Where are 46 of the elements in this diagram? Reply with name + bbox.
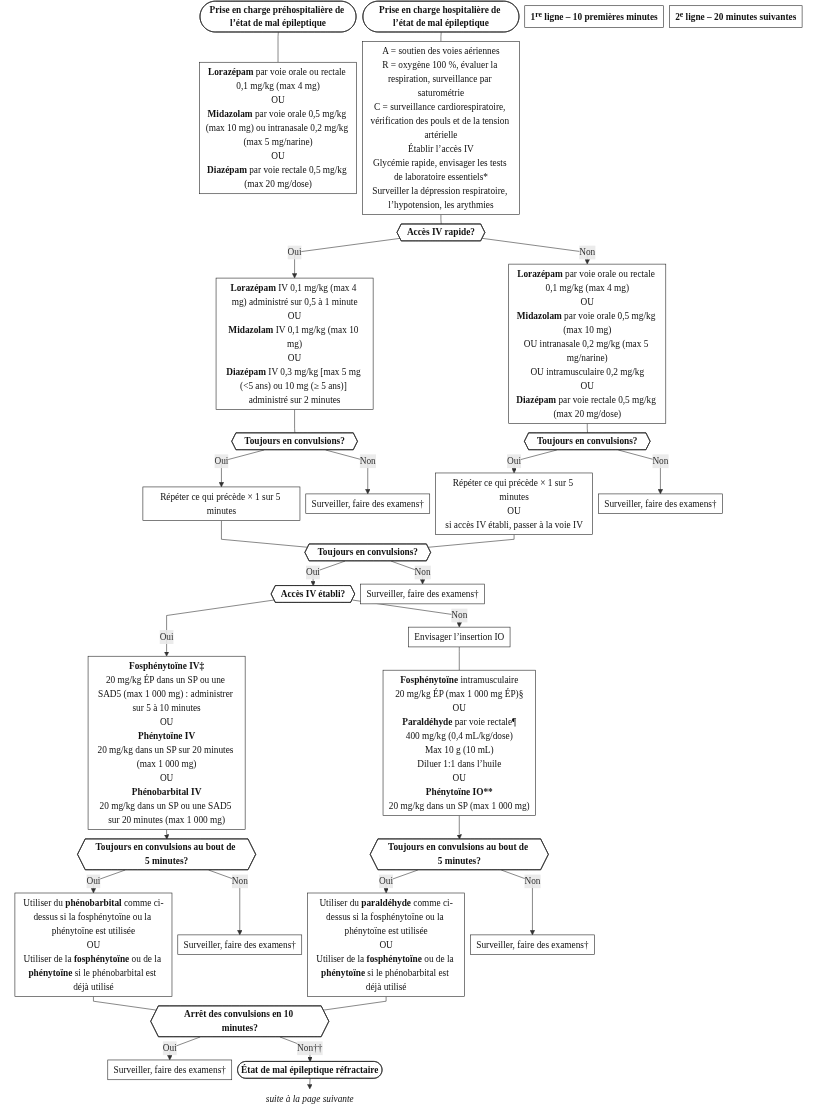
node-box: Surveiller, faire des examens†	[107, 1059, 232, 1081]
node-box: Répéter ce qui précède × 1 sur 5 minutes OU si accès IV établi, passer à la voie IV	[435, 472, 593, 535]
node-box: Surveiller, faire des examens†	[305, 493, 431, 514]
node-box: Fosphénytoïne intramusculaire 20 mg/kg ÉP (max 1 000 mg ÉP)§ OU Paraldéhyde par voie rectale¶ 400 mg/kg (0,4 mL/kg/dose) Max 10 g (10 mL) Diluer 1:1 dans l’huile OU Phénytoïne IO** 20 mg/kg dans un SP (max 1 000 mg)	[382, 669, 536, 816]
connector	[586, 423, 588, 434]
edge-label: Oui	[379, 876, 394, 887]
node-box: Surveiller, faire des examens†	[177, 934, 303, 955]
edge-label: Oui	[507, 456, 522, 466]
edge-label: Non	[231, 876, 248, 887]
node-box: Surveiller, faire des examens†	[470, 934, 595, 955]
edge-label: Oui	[214, 456, 229, 466]
connector	[427, 534, 515, 548]
connector	[323, 996, 387, 1011]
node-box: Lorazépam par voie orale ou rectale 0,1 mg/kg (max 4 mg) OU Midazolam par voie orale 0,5 mg/kg (max 10 mg) OU intranasale 0,2 mg/kg (max 5 mg/narine) OU intramusculaire 0,2 mg/kg OU Diazépam par voie rectale 0,5 mg/kg (max 20 mg/dose)	[508, 263, 667, 424]
node-box: A = soutien des voies aériennes R = oxygène 100 %, évaluer la respiration, surveillance par saturométrie C = surveillance cardiorespiratoire, vérification des pouls et de la tension artérielle Établir l’accès IV Glycémie rapide, envisager les tests de laboratoire essentiels* Surveiller la dépression respiratoire, l’hypotension, les arythmies	[362, 41, 520, 215]
connector	[458, 646, 460, 671]
node-box: Fosphénytoïne IV‡ 20 mg/kg ÉP dans un SP ou une SAD5 (max 1 000 mg) : administrer sur 5 à 10 minutes OU Phénytoïne IV 20 mg/kg dans un SP sur 20 minutes (max 1 000 mg) OU Phénobarbital IV 20 mg/kg dans un SP ou une SAD5 sur 20 minutes (max 1 000 mg)	[87, 655, 246, 830]
connector	[221, 520, 309, 548]
node-box: Envisager l’insertion IO	[408, 626, 511, 648]
edge-label: Oui	[287, 247, 302, 258]
node-box: 2$^{e}$ ligne – 20 minutes suivantes	[669, 5, 803, 28]
node-box: Lorazépam par voie orale ou rectale 0,1 mg/kg (max 4 mg) OU Midazolam par voie orale 0,5 mg/kg (max 10 mg) ou intranasale 0,2 mg/kg (max 5 mg/narine) OU Diazépam par voie rectale 0,5 mg/kg (max 20 mg/dose)	[199, 61, 357, 194]
edge-label: Non	[414, 567, 431, 578]
node-text: suite à la page suivante	[265, 1093, 354, 1104]
edge-label: Non	[451, 610, 468, 621]
node-box: Utiliser du paraldéhyde comme ci-dessus si la fosphénytoïne ou la phénytoïne est utilisée OU Utiliser de la fosphénytoïne ou de la phénytoïne si le phénobarbital est déjà utilisé	[307, 892, 465, 997]
node-box: 1$^{re}$ ligne – 10 premières minutes	[524, 5, 664, 28]
node-box: Lorazépam IV 0,1 mg/kg (max 4 mg) administré sur 0,5 à 1 minute OU Midazolam IV 0,1 mg/kg (max 10 mg) OU Diazépam IV 0,3 mg/kg [max 5 mg (<5 ans) ou 10 mg (≥ 5 ans)] administré sur 2 minutes	[215, 277, 374, 410]
edge-label: Non	[524, 876, 541, 887]
edge-label: Non††	[297, 1043, 323, 1053]
connector	[277, 32, 279, 63]
node-box: Surveiller, faire des examens†	[360, 583, 485, 605]
connector	[294, 409, 296, 434]
node-box: Surveiller, faire des examens†	[598, 493, 723, 514]
edge-label: Oui	[86, 876, 101, 887]
connector	[93, 996, 157, 1011]
edge-label: Non	[359, 456, 376, 466]
edge-label: Oui	[305, 567, 320, 578]
edge-label: Non	[652, 456, 669, 466]
edge-label: Oui	[162, 1043, 177, 1053]
connector	[440, 32, 442, 42]
edge-label: Oui	[159, 631, 174, 642]
node-box: Répéter ce qui précède × 1 sur 5 minutes	[142, 486, 301, 521]
node-box: Utiliser du phénobarbital comme ci-dessus si la fosphénytoïne ou la phénytoïne est utilisée OU Utiliser de la fosphénytoïne ou de la phénytoïne si le phénobarbital est déjà utilisé	[14, 892, 173, 997]
connector	[440, 214, 442, 225]
edge-label: Non	[579, 247, 596, 258]
